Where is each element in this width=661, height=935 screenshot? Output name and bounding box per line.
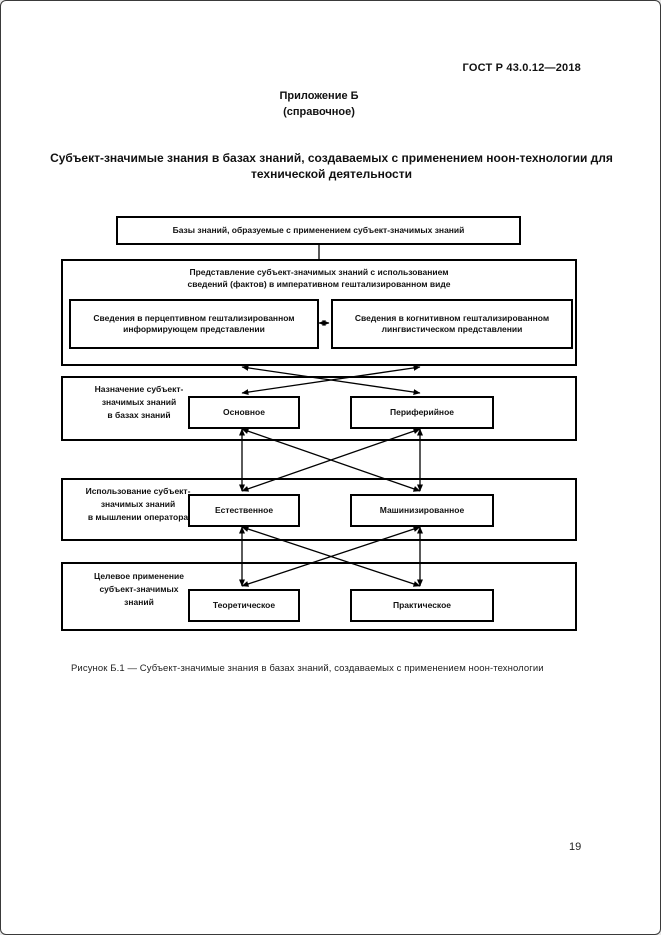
- appendix-subtitle: (справочное): [283, 105, 355, 118]
- box-cognitive-representation: Сведения в когнитивном гештализированном…: [331, 299, 573, 349]
- box-knowledge-bases: Базы знаний, образуемые с применением су…: [116, 216, 521, 245]
- box-perceptive-representation: Сведения в перцептивном гештализированно…: [69, 299, 319, 349]
- row-purpose-label: Назначение субъект- значимых знаний в ба…: [94, 384, 184, 420]
- page-number: 19: [569, 841, 582, 853]
- row-usage-label: Использование субъект- значимых знаний в…: [85, 486, 191, 522]
- figure-caption: Рисунок Б.1 — Субъект-значимые знания в …: [71, 663, 544, 674]
- appendix-heading: Приложение Б (справочное): [1, 89, 637, 121]
- box-practical: Практическое: [350, 589, 494, 622]
- appendix-title: Приложение Б: [279, 90, 359, 102]
- row-purpose-container: Назначение субъект- значимых знаний в ба…: [61, 376, 577, 441]
- doc-code: ГОСТ Р 43.0.12—2018: [462, 62, 581, 74]
- box-natural: Естественное: [188, 494, 300, 527]
- representation-title: Представление субъект-значимых знаний с …: [187, 267, 451, 290]
- box-main: Основное: [188, 396, 300, 429]
- row-application-container: Целевое применение субъект-значимых знан…: [61, 562, 577, 631]
- row-usage-container: Использование субъект- значимых знаний в…: [61, 478, 577, 541]
- box-theoretical: Теоретическое: [188, 589, 300, 622]
- row-application-label: Целевое применение субъект-значимых знан…: [94, 571, 184, 607]
- box-machinized: Машинизированное: [350, 494, 494, 527]
- section-title: Субъект-значимые знания в базах знаний, …: [50, 151, 613, 182]
- box-peripheral: Периферийное: [350, 396, 494, 429]
- representation-container: Представление субъект-значимых знаний с …: [61, 259, 577, 366]
